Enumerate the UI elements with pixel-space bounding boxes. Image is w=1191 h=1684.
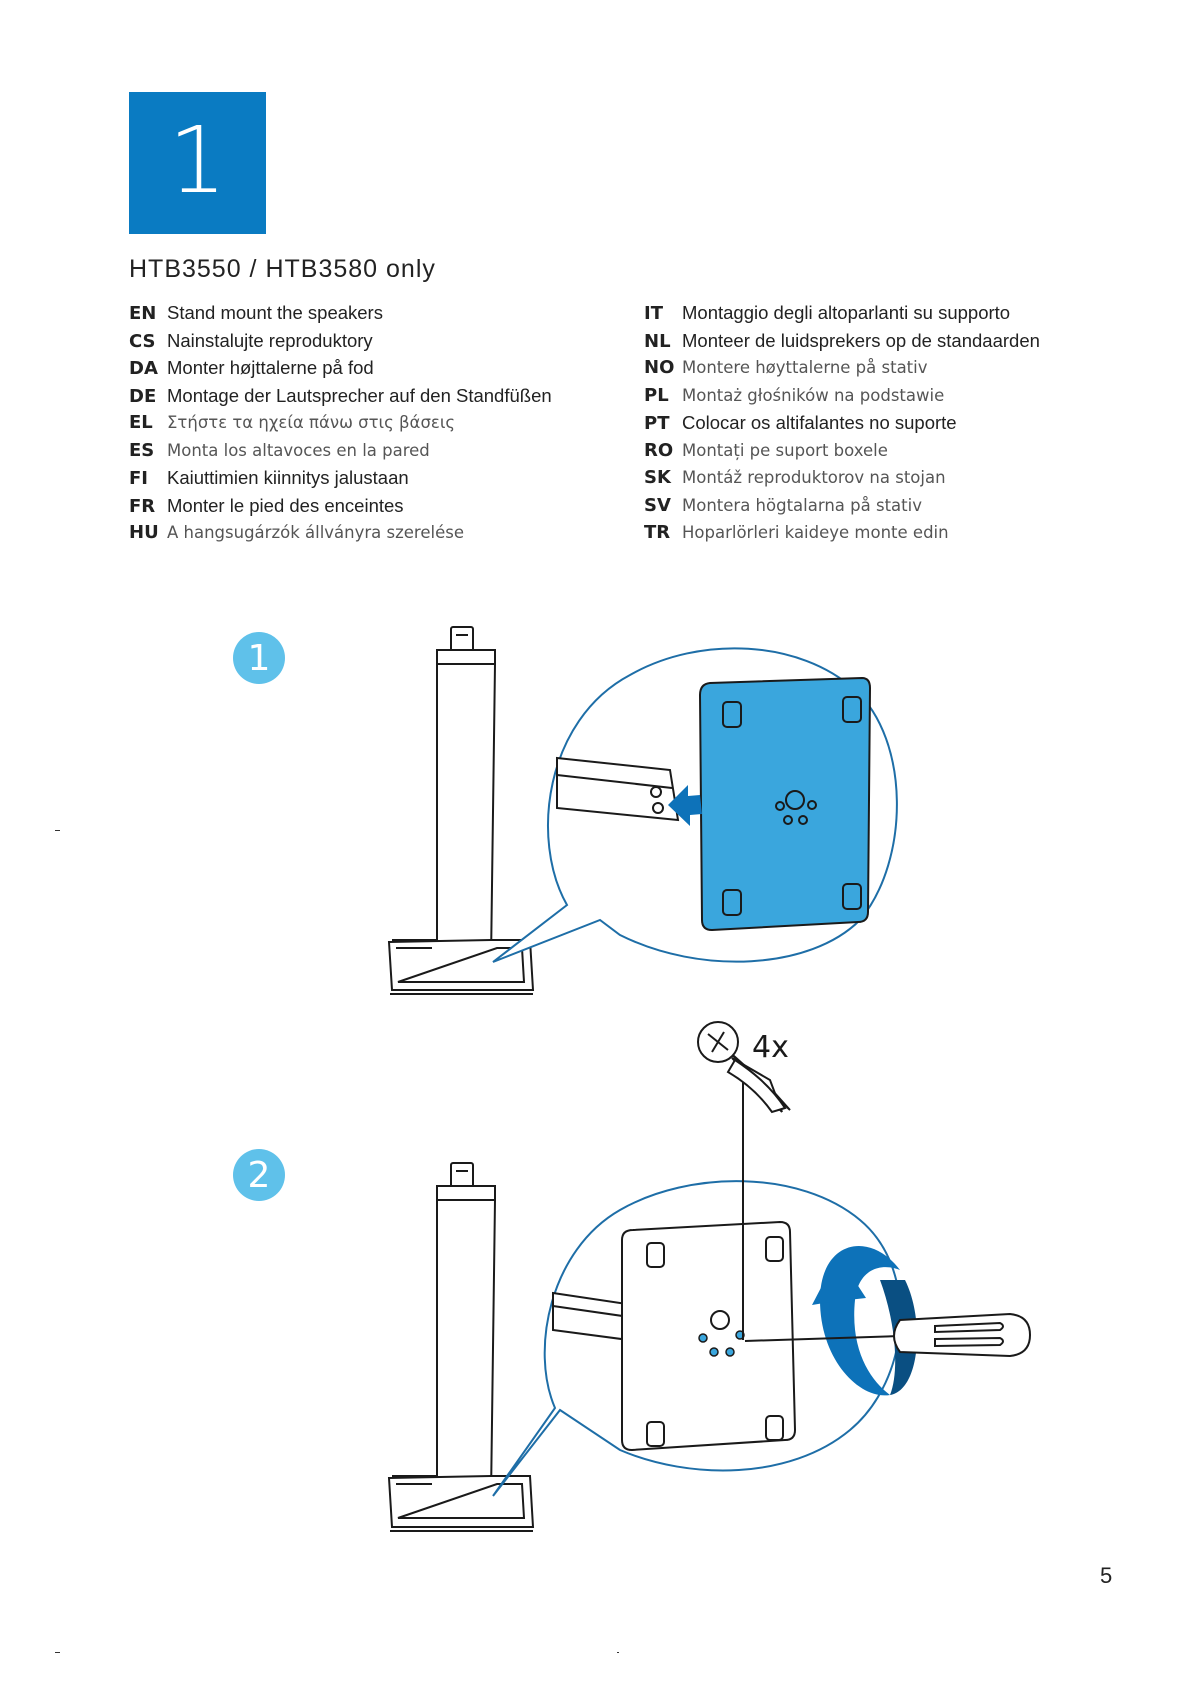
substep-badge-1: 1 [233,632,285,684]
language-row: SK Montáž reproduktorov na stojan [644,467,1040,495]
language-text: Colocar os altifalantes no suporte [682,412,957,433]
language-row: SV Montera högtalarna på stativ [644,495,1040,523]
language-text: A hangsugárzók állványra szerelése [167,523,464,542]
crop-mark [55,1652,60,1653]
language-text: Monteer de luidsprekers op de standaarde… [682,329,1040,351]
language-text: Monter le pied des enceintes [167,494,404,516]
speaker-stand-illustration [387,1162,535,1532]
language-row: TR Hoparlörleri kaideye monte edin [644,522,1040,550]
language-text: Stand mount the speakers [167,302,383,323]
screw-icon [697,1021,791,1340]
language-text: Montáž reproduktorov na stojan [682,468,946,487]
language-row: RO Montați pe suport boxele [644,440,1040,468]
language-row: DA Monter højttalerne på fod [129,357,552,385]
language-code: CS [129,330,156,352]
zoom-bubble [492,1180,1032,1497]
language-row: FR Monter le pied des enceintes [129,495,552,523]
language-list-right: IT Montaggio degli altoparlanti su suppor… [644,302,1040,550]
language-row: PL Montaż głośników na podstawie [644,385,1040,413]
language-list-left: EN Stand mount the speakers CS Nainstalujt… [129,302,552,550]
language-code: ES [129,439,155,461]
language-code: NL [644,330,671,352]
language-text: Montera högtalarna på stativ [682,495,922,515]
zoom-bubble [492,647,898,963]
language-code: FR [129,495,156,517]
language-code: PT [644,413,670,434]
language-row: DE Montage der Lautsprecher auf den Stand… [129,385,552,413]
language-text: Monta los altavoces en la pared [167,440,430,460]
crop-mark [617,1652,619,1653]
language-text: Hoparlörleri kaideye monte edin [682,523,949,542]
language-row: PT Colocar os altifalantes no suporte [644,412,1040,440]
language-code: DE [129,385,157,407]
language-code: NO [644,357,675,378]
language-row: FI Kaiuttimien kiinnitys jalustaan [129,467,552,495]
language-text: Nainstalujte reproduktory [167,329,373,351]
language-code: DA [129,358,158,379]
language-row: NO Montere høyttalerne på stativ [644,357,1040,385]
language-row: CS Nainstalujte reproduktory [129,330,552,358]
language-text: Στήστε τα ηχεία πάνω στις βάσεις [167,413,456,432]
screw-quantity: 4x [752,1030,789,1065]
language-code: FI [129,468,148,489]
model-subtitle: HTB3550 / HTB3580 only [129,255,436,283]
substep-number: 1 [247,637,271,679]
language-row: NL Monteer de luidsprekers op de standaar… [644,330,1040,358]
language-text: Montage der Lautsprecher auf den Standfü… [167,384,552,406]
step-number: 1 [168,107,227,214]
language-text: Montere høyttalerne på stativ [682,358,928,377]
substep-number: 2 [247,1154,271,1196]
language-code: EN [129,303,157,324]
language-code: IT [644,303,663,324]
crop-mark [55,830,60,831]
substep-badge-2: 2 [233,1149,285,1201]
direction-arrow-icon [668,785,702,826]
language-row: HU A hangsugárzók állványra szerelése [129,522,552,550]
language-code: HU [129,522,159,543]
language-row: EL Στήστε τα ηχεία πάνω στις βάσεις [129,412,552,440]
language-text: Montați pe suport boxele [682,440,888,460]
language-text: Kaiuttimien kiinnitys jalustaan [167,467,409,488]
language-code: SV [644,494,671,516]
language-text: Montaggio degli altoparlanti su supporto [682,302,1011,323]
language-row: IT Montaggio degli altoparlanti su suppor… [644,302,1040,330]
step-number-box: 1 [129,92,266,234]
screwdriver-icon [744,1312,1032,1358]
language-code: EL [129,412,153,433]
language-code: PL [644,384,669,406]
language-row: EN Stand mount the speakers [129,302,552,330]
language-text: Montaż głośników na podstawie [682,385,945,405]
language-code: TR [644,522,671,543]
language-code: RO [644,439,674,461]
language-row: ES Monta los altavoces en la pared [129,440,552,468]
speaker-stand-illustration [387,626,535,995]
page-number: 5 [1100,1563,1113,1588]
language-code: SK [644,467,671,488]
language-text: Monter højttalerne på fod [167,357,374,378]
